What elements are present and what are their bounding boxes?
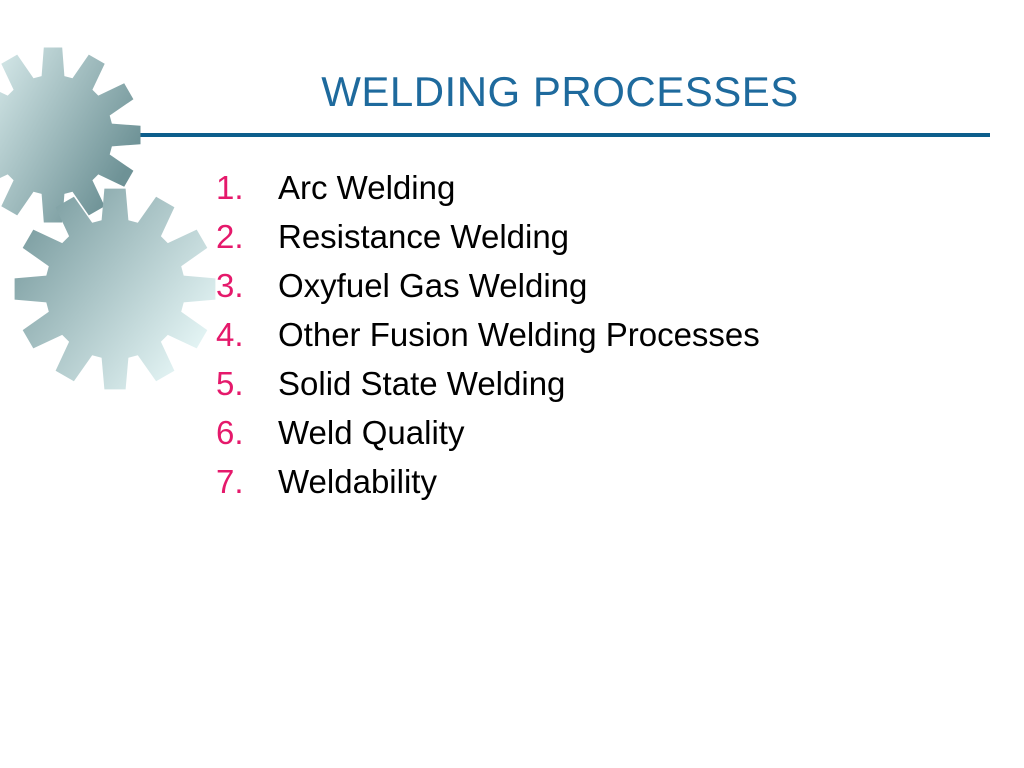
list-item: 4. Other Fusion Welding Processes bbox=[0, 310, 1024, 359]
list-item-label: Resistance Welding bbox=[278, 218, 570, 255]
list-item-number: 6. bbox=[216, 414, 244, 451]
numbered-list: 1. Arc Welding 2. Resistance Welding 3. Oxy… bbox=[0, 163, 1024, 506]
list-item-label: Weldability bbox=[278, 463, 437, 500]
list-item-label: Solid State Welding bbox=[278, 365, 566, 402]
slide-title: WELDING PROCESSES bbox=[321, 68, 799, 115]
list-item: 7. Weldability bbox=[0, 457, 1024, 506]
list-item: 2. Resistance Welding bbox=[0, 212, 1024, 261]
list-item-number: 2. bbox=[216, 218, 244, 255]
list-item-label: Other Fusion Welding Processes bbox=[278, 316, 760, 353]
list-item: 6. Weld Quality bbox=[0, 408, 1024, 457]
list-item: 3. Oxyfuel Gas Welding bbox=[0, 261, 1024, 310]
list-item-label: Arc Welding bbox=[278, 169, 456, 206]
list-item-label: Weld Quality bbox=[278, 414, 465, 451]
list-item-number: 5. bbox=[216, 365, 244, 402]
list-item-number: 7. bbox=[216, 463, 244, 500]
list-item: 1. Arc Welding bbox=[0, 163, 1024, 212]
list-item-label: Oxyfuel Gas Welding bbox=[278, 267, 588, 304]
list-item-number: 4. bbox=[216, 316, 244, 353]
list-item-number: 3. bbox=[216, 267, 244, 304]
list-item-number: 1. bbox=[216, 169, 244, 206]
title-underline bbox=[134, 133, 990, 137]
list-item: 5. Solid State Welding bbox=[0, 359, 1024, 408]
